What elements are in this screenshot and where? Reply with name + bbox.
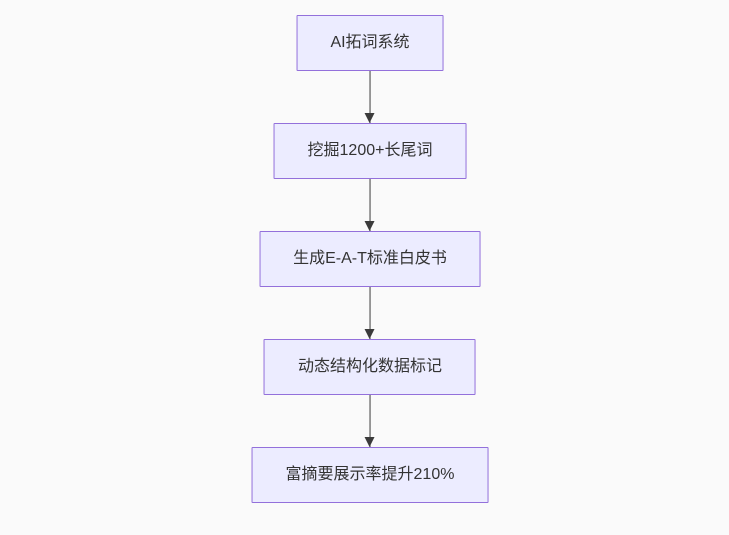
flow-connector (365, 179, 375, 231)
arrow-down-icon (365, 329, 375, 339)
flow-node-ai-word-system: AI拓词系统 (296, 15, 444, 71)
arrow-down-icon (365, 221, 375, 231)
flow-node-rich-snippet-result: 富摘要展示率提升210% (251, 447, 489, 503)
node-label: 动态结构化数据标记 (297, 358, 442, 375)
arrow-down-icon (365, 437, 375, 447)
arrow-down-icon (365, 113, 375, 123)
flow-node-eat-whitepaper: 生成E-A-T标准白皮书 (259, 231, 481, 287)
flow-node-structured-data: 动态结构化数据标记 (263, 339, 476, 395)
flow-node-longtail-mining: 挖掘1200+长尾词 (273, 123, 467, 179)
flowchart: AI拓词系统 挖掘1200+长尾词 生成E-A-T标准白皮书 动态结构化数据标记… (251, 15, 489, 503)
flow-connector (365, 395, 375, 447)
node-label: 生成E-A-T标准白皮书 (293, 250, 447, 267)
node-label: 挖掘1200+长尾词 (307, 142, 433, 159)
flow-connector (365, 287, 375, 339)
node-label: AI拓词系统 (330, 34, 410, 51)
flow-connector (365, 71, 375, 123)
node-label: 富摘要展示率提升210% (285, 466, 455, 483)
